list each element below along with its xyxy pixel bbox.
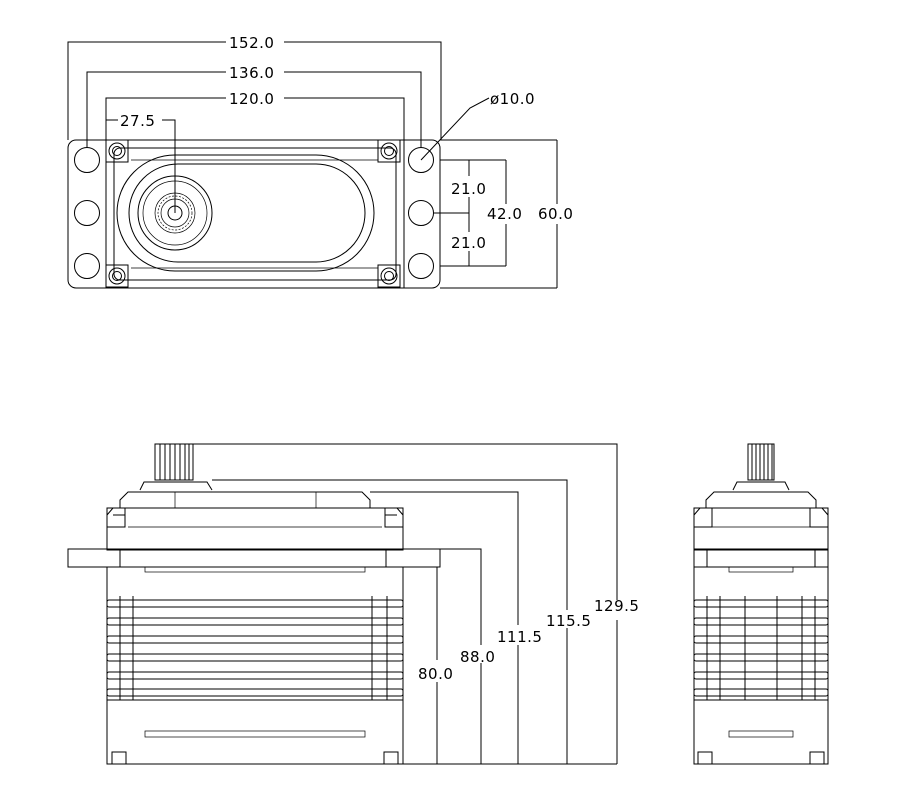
front-view: 80.0 88.0 111.5 115.5 129.5 (67, 443, 639, 765)
dim-hole-spacing-upper: 21.0 (451, 180, 486, 198)
dim-total-height: 129.5 (594, 597, 639, 615)
side-lower-housing (693, 566, 829, 765)
front-mounting-flange (67, 548, 441, 568)
dim-hole-spacing-lower: 21.0 (451, 234, 486, 252)
corner-screws (105, 139, 401, 288)
dim-body-height: 111.5 (497, 628, 542, 646)
top-oval-cap-inner (128, 163, 366, 263)
dim-hole-pitch-outer: 136.0 (229, 64, 274, 82)
output-spline-icon (157, 195, 193, 231)
dim-overall-width: 152.0 (229, 34, 274, 52)
front-dimension-lines (193, 443, 618, 765)
dim-mount-height: 80.0 (418, 665, 453, 683)
dim-flange-height: 88.0 (460, 648, 495, 666)
top-oval-cap-outer (116, 154, 375, 272)
side-view (693, 443, 829, 765)
front-spline-shaft (139, 443, 213, 491)
top-dimension-lines (67, 41, 558, 289)
dim-cap-height: 115.5 (546, 612, 591, 630)
dim-hole-pitch-inner: 120.0 (229, 90, 274, 108)
dim-hole-span: 42.0 (487, 205, 522, 223)
dim-overall-depth: 60.0 (538, 205, 573, 223)
cooling-fins (106, 596, 404, 700)
front-top-cap (119, 491, 371, 508)
side-cooling-fins (693, 596, 829, 700)
front-lower-housing (106, 566, 404, 765)
top-body-outline (105, 139, 405, 289)
mounting-holes (74, 147, 434, 279)
dim-shaft-offset: 27.5 (120, 112, 155, 130)
top-view: 152.0 136.0 120.0 27.5 ø10.0 21.0 42.0 2… (67, 34, 573, 289)
top-body-inner (113, 147, 397, 281)
dim-hole-diameter: ø10.0 (490, 90, 535, 108)
